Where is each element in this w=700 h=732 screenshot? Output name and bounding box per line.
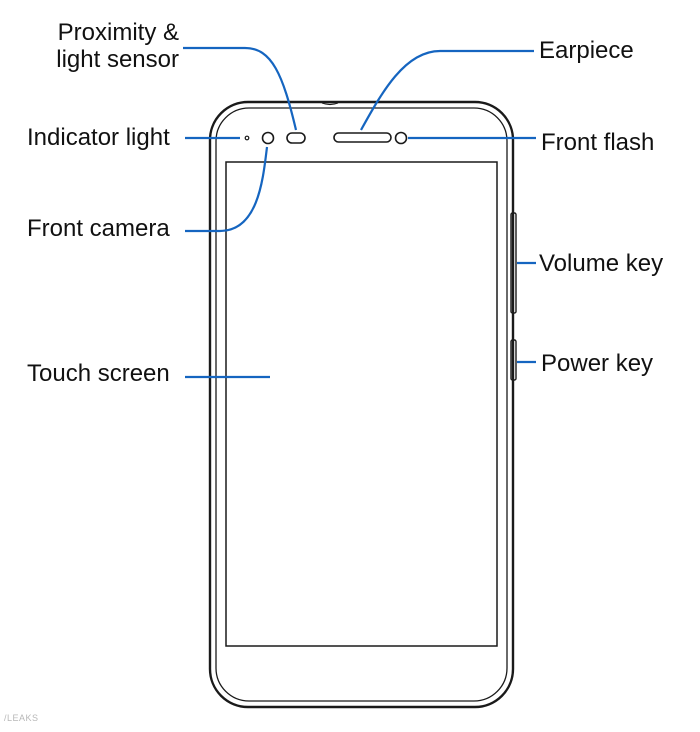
proximity-sensor bbox=[286, 132, 306, 144]
label-proximity-line2: light sensor bbox=[56, 46, 179, 73]
label-touch-screen: Touch screen bbox=[27, 360, 170, 387]
front-flash-lens bbox=[394, 131, 408, 145]
leader-earpiece bbox=[360, 49, 534, 131]
leader-proximity bbox=[183, 46, 298, 131]
phone-body-inner-outline bbox=[215, 107, 508, 702]
earpiece-slot bbox=[333, 132, 392, 143]
front-camera-lens bbox=[261, 131, 275, 145]
label-volume-key: Volume key bbox=[539, 250, 664, 277]
power-key bbox=[510, 339, 517, 381]
label-front-flash: Front flash bbox=[541, 129, 655, 156]
phone-body-outline bbox=[208, 100, 515, 709]
volume-key bbox=[510, 212, 517, 314]
label-proximity-light-sensor: Proximity & light sensor bbox=[56, 19, 179, 73]
indicator-light-dot bbox=[244, 135, 250, 141]
label-indicator-light: Indicator light bbox=[27, 124, 170, 151]
label-front-camera: Front camera bbox=[27, 215, 170, 242]
label-power-key: Power key bbox=[541, 350, 654, 377]
touch-screen-area bbox=[225, 161, 498, 647]
label-proximity-line1: Proximity & bbox=[57, 19, 179, 46]
leader-front-camera bbox=[185, 146, 269, 233]
top-seam bbox=[321, 102, 339, 106]
watermark: /LEAKS bbox=[4, 713, 39, 723]
label-earpiece: Earpiece bbox=[539, 37, 634, 64]
